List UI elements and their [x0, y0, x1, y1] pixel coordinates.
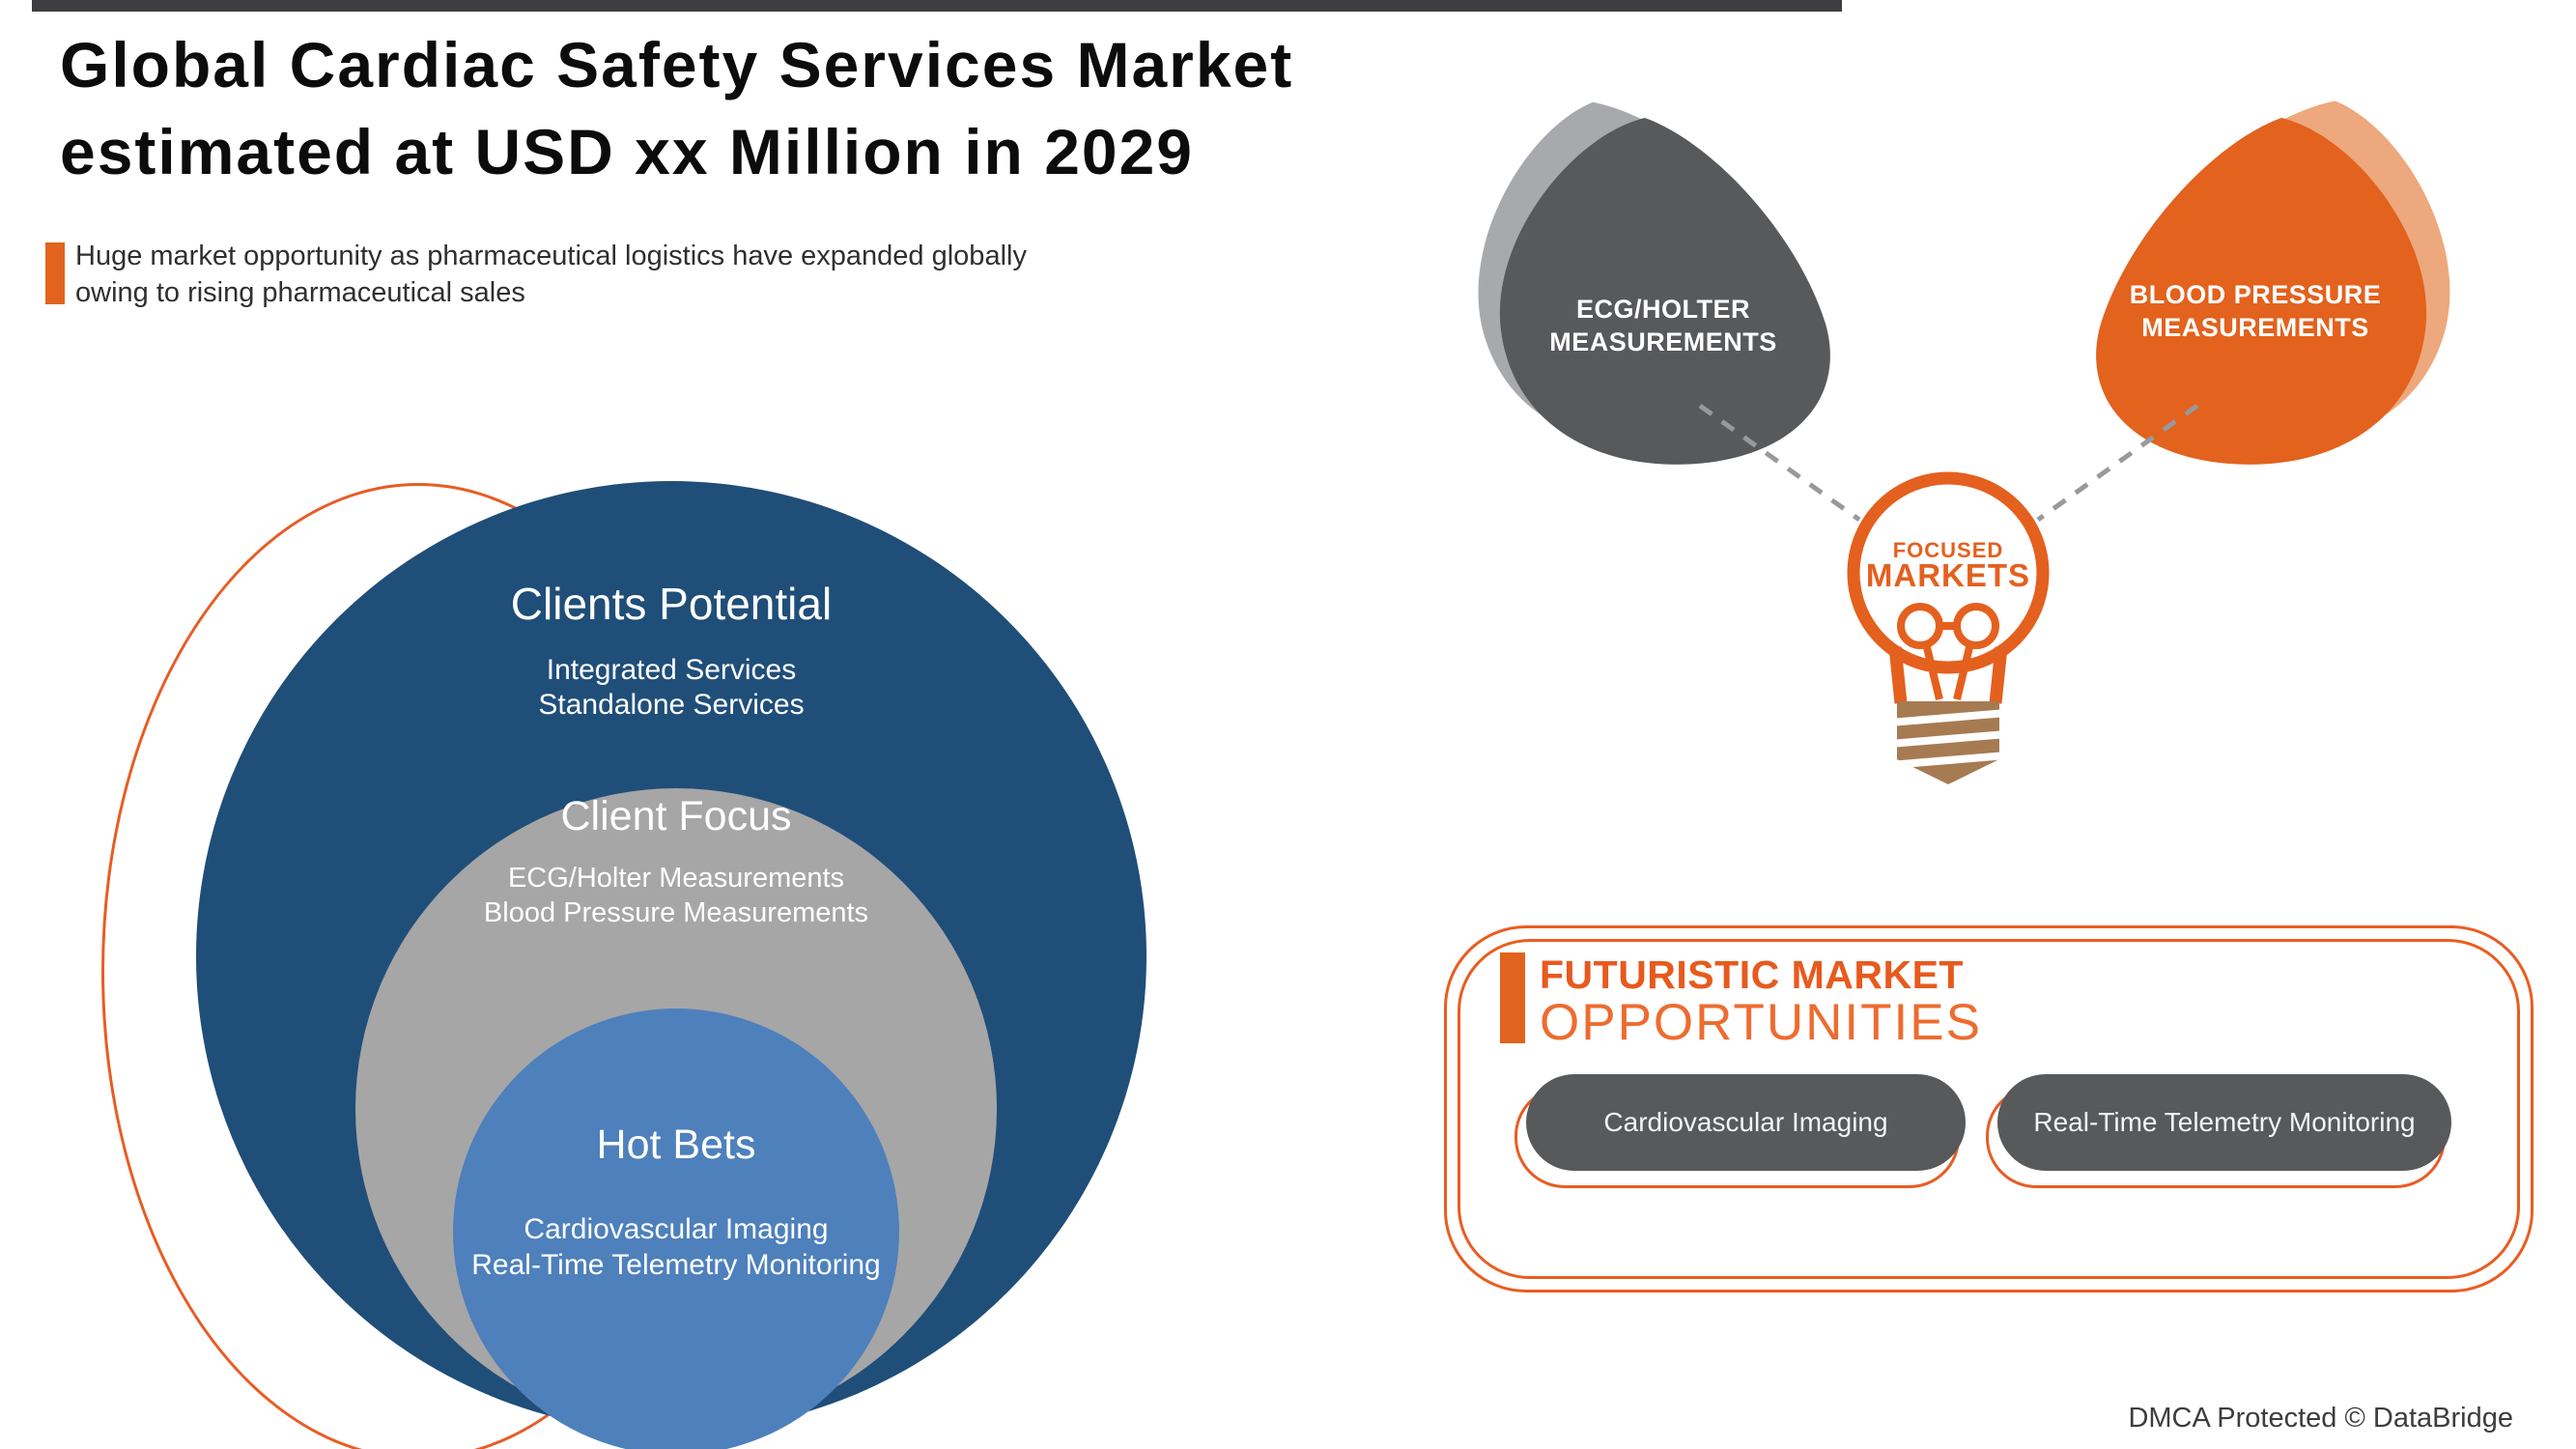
- opportunities-heading-bar: [1500, 952, 1525, 1043]
- opportunities-panel-inner-outline: [1458, 939, 2520, 1279]
- dmca-copyright: DMCA Protected © DataBridge: [2128, 1403, 2513, 1434]
- ecg-holter-blob: [1499, 118, 1830, 465]
- subtitle-bullet-bar: [45, 242, 65, 304]
- dashed-connector-right: [2036, 403, 2199, 523]
- clients-potential-item: Standalone Services: [538, 689, 805, 721]
- opportunities-heading-line2: OPPORTUNITIES: [1540, 994, 1982, 1051]
- client-focus-item: Blood Pressure Measurements: [483, 897, 869, 928]
- client-focus-title: Client Focus: [560, 793, 792, 839]
- dashed-connector-left: [1698, 403, 1861, 523]
- subtitle-line2: owing to rising pharmaceutical sales: [75, 277, 525, 308]
- ecg-holter-blob-label: ECG/HOLTER MEASUREMENTS: [1489, 293, 1837, 358]
- pill-real-time-telemetry: Real-Time Telemetry Monitoring: [1997, 1074, 2451, 1171]
- ecg-holter-blob-label-line1: ECG/HOLTER: [1576, 295, 1750, 324]
- client-focus-item: ECG/Holter Measurements: [507, 863, 845, 894]
- blood-pressure-blob-label-line2: MEASUREMENTS: [2141, 313, 2369, 342]
- bulb-base-threads: [1897, 709, 1999, 769]
- hot-bets-title: Hot Bets: [596, 1122, 756, 1168]
- blood-pressure-blob-label-line1: BLOOD PRESSURE: [2129, 280, 2382, 309]
- focused-markets-label-line2: MARKETS: [1865, 557, 2031, 593]
- opportunities-panel-outline: [1444, 925, 2534, 1293]
- lightbulb-neck: [1888, 646, 2008, 704]
- page-title: Global Cardiac Safety Services Market es…: [60, 21, 1293, 195]
- filament-wires: [1922, 622, 1974, 700]
- clients-potential-title: Clients Potential: [510, 579, 833, 629]
- focused-markets-label-line1: FOCUSED: [1892, 538, 2004, 562]
- blood-pressure-blob-label: BLOOD PRESSURE MEASUREMENTS: [2081, 278, 2429, 344]
- venn-circle-hot-bets: [453, 1009, 899, 1449]
- page-title-line1: Global Cardiac Safety Services Market: [60, 29, 1294, 100]
- pill-cardiovascular-imaging: Cardiovascular Imaging: [1526, 1074, 1966, 1171]
- clients-potential-items: Integrated Services Standalone Services: [333, 653, 1009, 723]
- page-title-line2: estimated at USD xx Million in 2029: [60, 116, 1195, 187]
- subtitle: Huge market opportunity as pharmaceutica…: [75, 238, 1027, 311]
- hot-bets-item: Cardiovascular Imaging: [524, 1213, 829, 1245]
- blood-pressure-blob: [2096, 118, 2427, 465]
- hot-bets-items: Cardiovascular Imaging Real-Time Telemet…: [338, 1211, 1014, 1283]
- top-accent-bar: [32, 0, 1842, 12]
- client-focus-items: ECG/Holter Measurements Blood Pressure M…: [338, 861, 1014, 930]
- clients-potential-item: Integrated Services: [546, 654, 797, 686]
- focused-markets-graphic: [1478, 100, 2450, 784]
- opportunities-heading-line1: FUTURISTIC MARKET: [1540, 952, 1964, 997]
- ecg-holter-blob-label-line2: MEASUREMENTS: [1549, 327, 1777, 356]
- subtitle-line1: Huge market opportunity as pharmaceutica…: [75, 241, 1027, 271]
- hot-bets-item: Real-Time Telemetry Monitoring: [471, 1249, 881, 1281]
